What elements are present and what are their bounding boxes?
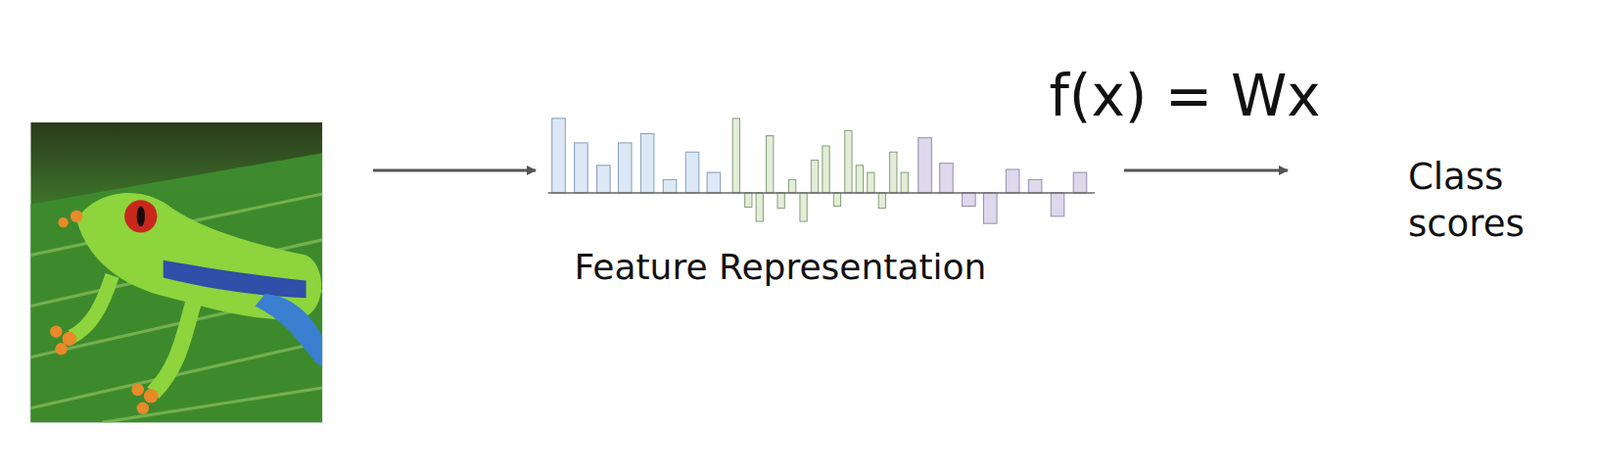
output-label: Class scores	[1408, 153, 1555, 248]
arrow	[1124, 169, 1288, 173]
arrow	[373, 169, 536, 173]
feature-bars	[548, 118, 1096, 224]
frog-photo	[30, 122, 323, 423]
formula-label: f(x) = Wx	[1048, 62, 1320, 132]
feature-label: Feature Representation	[574, 245, 988, 288]
